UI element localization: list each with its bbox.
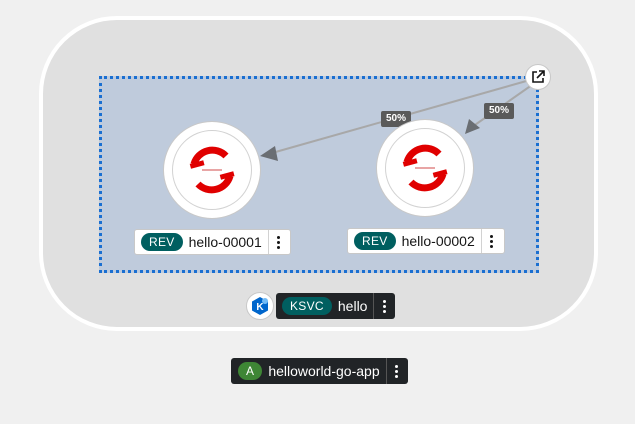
kebab-icon[interactable]	[267, 230, 289, 254]
app-badge: A	[238, 362, 263, 380]
open-url-button[interactable]	[525, 64, 551, 90]
service-name: hello	[337, 298, 368, 314]
revision-label-1[interactable]: REV hello-00001	[134, 229, 291, 255]
revision-node-inner	[385, 128, 465, 208]
traffic-arrowhead-2	[465, 119, 480, 134]
openshift-icon	[402, 144, 448, 192]
kebab-icon[interactable]	[480, 229, 502, 253]
revision-label-2[interactable]: REV hello-00002	[347, 228, 505, 254]
openshift-icon	[189, 146, 235, 194]
knative-icon: K	[246, 292, 274, 320]
kebab-icon[interactable]	[373, 293, 394, 319]
ksvc-label[interactable]: KSVC hello	[276, 293, 395, 319]
application-name: helloworld-go-app	[268, 363, 380, 379]
rev-badge: REV	[354, 232, 396, 250]
traffic-percent-rev2: 50%	[484, 103, 515, 119]
revision-node-1[interactable]	[163, 121, 261, 219]
revision-name: hello-00001	[188, 234, 262, 250]
ksvc-badge: KSVC	[282, 297, 332, 315]
kebab-icon[interactable]	[385, 358, 407, 384]
revision-name: hello-00002	[401, 233, 475, 249]
svg-text:K: K	[256, 302, 264, 313]
rev-badge: REV	[141, 233, 183, 251]
application-label[interactable]: A helloworld-go-app	[231, 358, 408, 384]
traffic-arrowhead-1	[260, 146, 278, 161]
external-link-icon	[532, 70, 545, 83]
revision-node-inner	[172, 130, 252, 210]
revision-node-2[interactable]	[376, 119, 474, 217]
